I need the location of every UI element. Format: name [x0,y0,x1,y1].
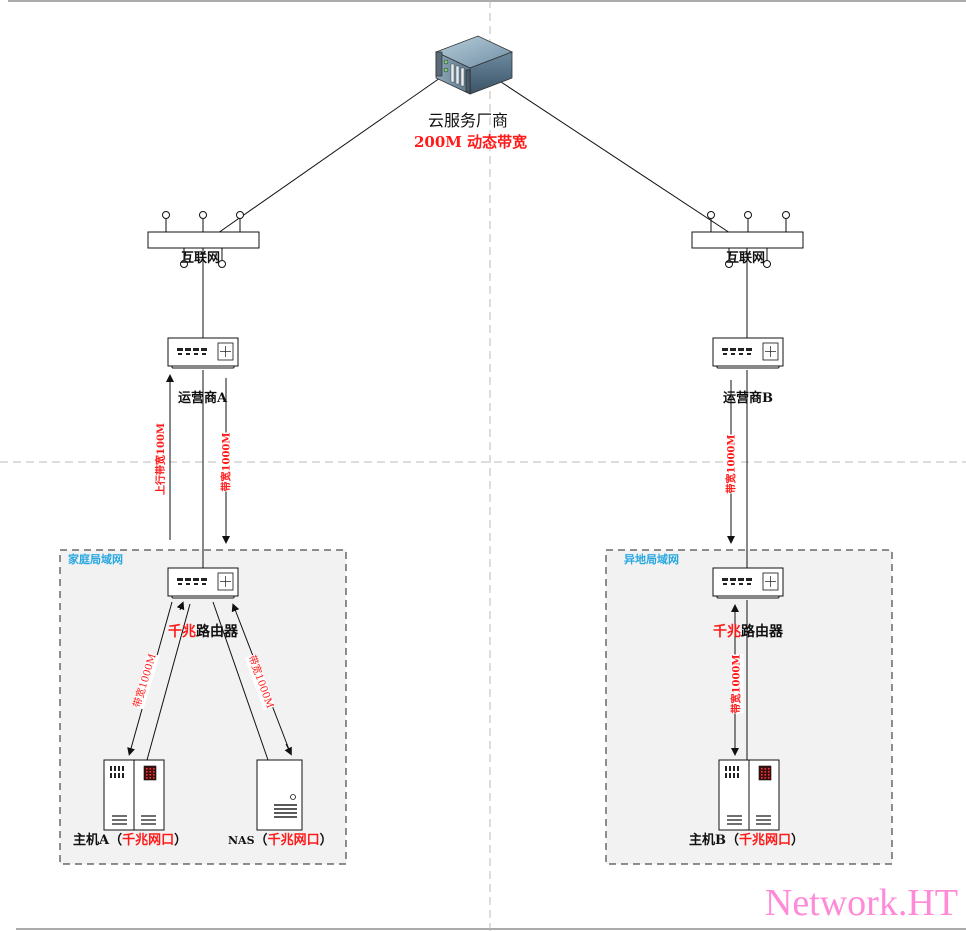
lan-a-router-prefix: 千兆 [168,624,196,640]
internet-b-label: 互联网 [726,251,766,266]
lan-a-title: 家庭局域网 [68,553,123,566]
host-b-label: 主机B（千兆网口） [689,834,804,847]
internet-a-label: 互联网 [181,251,221,266]
host-a-to-router-arrow [146,603,191,761]
cloud-link-b [497,79,731,234]
lan-b-router-label: 千兆路由器 [713,625,783,639]
lan-a-router-icon [167,567,239,599]
nas-paren-open: （ [254,833,268,848]
host-b-link-bandwidth-label: 带宽1000M [731,654,744,714]
lan-b-router-icon [712,567,784,599]
cloud-server-icon [434,35,514,95]
lan-b-title: 异地局域网 [624,553,679,566]
nas-name: NAS [228,834,255,847]
host-b-paren-close: ） [791,833,805,848]
lan-a-router-label: 千兆路由器 [168,625,238,639]
host-b-paren-open: （ [726,833,740,848]
host-a-computer-icon [103,759,165,831]
isp-a-router-icon [167,337,239,369]
host-b-name: 主机B [689,833,726,848]
host-a-port: 千兆网口 [122,833,175,848]
host-a-paren-close: ） [174,833,188,848]
isp-b-download-bandwidth-label: 带宽1000M [726,434,739,494]
cloud-link-a [217,77,441,234]
host-a-label: 主机A（千兆网口） [73,834,187,847]
nas-label: NAS（千兆网口） [228,834,333,847]
nas-device-icon [256,759,303,831]
cloud-provider-label: 云服务厂商 [428,111,509,130]
router-a-host-up-arrow [176,601,185,611]
nas-port: 千兆网口 [267,833,320,848]
isp-a-upload-bandwidth-label: 上行带宽100M [155,423,168,495]
host-b-port: 千兆网口 [739,833,792,848]
router-a-to-nas-line [212,601,269,761]
isp-a-label: 运营商A [178,391,228,406]
lan-b-router-prefix: 千兆 [713,624,741,640]
router-a-nas-arrowhead [231,603,240,613]
lan-b-router-name: 路由器 [741,624,783,640]
host-a-paren-open: （ [109,833,123,848]
cloud-bandwidth-label: 200M 动态带宽 [414,133,528,151]
host-b-computer-icon [718,759,780,831]
internet-a-icon [147,211,260,268]
nas-down-arrowhead [284,743,292,756]
nas-paren-close: ） [319,833,333,848]
watermark: Network.HT [764,882,958,924]
host-a-name: 主机A [73,833,110,848]
internet-b-icon [691,211,804,268]
isp-b-router-icon [712,337,784,369]
isp-b-label: 运营商B [723,391,773,406]
isp-a-download-bandwidth-label: 带宽1000M [221,432,234,492]
lan-a-router-name: 路由器 [196,624,238,640]
